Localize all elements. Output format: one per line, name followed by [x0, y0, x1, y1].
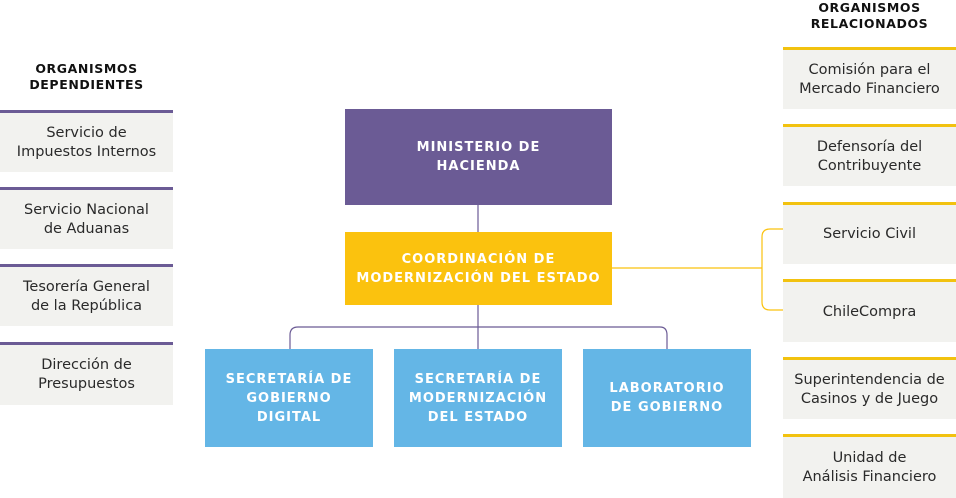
right-item-cmf: Comisión para el Mercado Financiero — [783, 47, 956, 109]
child-secretaria-gobierno-digital: SECRETARÍA DE GOBIERNO DIGITAL — [205, 349, 373, 447]
right-item-chilecompra: ChileCompra — [783, 279, 956, 342]
right-item-label: ChileCompra — [822, 303, 917, 320]
child-label: LABORATORIO DE GOBIERNO — [609, 381, 725, 415]
right-item-superintendencia: Superintendencia de Casinos y de Juego — [783, 357, 956, 419]
left-item-presupuestos: Dirección de Presupuestos — [0, 342, 173, 405]
right-item-label: Superintendencia de Casinos y de Juego — [794, 371, 945, 407]
right-item-label: Unidad de Análisis Financiero — [802, 449, 937, 485]
left-item-sii: Servicio de Impuestos Internos — [0, 110, 173, 172]
right-item-uaf: Unidad de Análisis Financiero — [783, 434, 956, 498]
right-heading: ORGANISMOS RELACIONADOS — [810, 0, 929, 31]
ministry-label: MINISTERIO DE HACIENDA — [416, 140, 541, 174]
right-item-label: Defensoría del Contribuyente — [816, 138, 923, 174]
ministry-box: MINISTERIO DE HACIENDA — [345, 109, 612, 205]
line-coordination-related — [612, 228, 783, 311]
left-item-label: Tesorería General de la República — [23, 278, 150, 314]
left-item-aduanas: Servicio Nacional de Aduanas — [0, 187, 173, 249]
child-laboratorio-gobierno: LABORATORIO DE GOBIERNO — [583, 349, 751, 447]
left-item-label: Servicio de Impuestos Internos — [16, 124, 157, 160]
right-item-label: Servicio Civil — [823, 226, 916, 242]
left-item-label: Dirección de Presupuestos — [38, 357, 135, 392]
coordination-box: COORDINACIÓN DE MODERNIZACIÓN DEL ESTADO — [345, 232, 612, 305]
line-coordination-children — [289, 305, 668, 349]
left-item-tesoreria: Tesorería General de la República — [0, 264, 173, 326]
coordination-label: COORDINACIÓN DE MODERNIZACIÓN DEL ESTADO — [356, 251, 601, 286]
left-item-label: Servicio Nacional de Aduanas — [24, 201, 149, 237]
child-label: SECRETARÍA DE MODERNIZACIÓN DEL ESTADO — [408, 371, 548, 425]
left-heading: ORGANISMOS DEPENDIENTES — [29, 61, 144, 92]
right-item-label: Comisión para el Mercado Financiero — [799, 61, 940, 97]
right-item-servicio-civil: Servicio Civil — [783, 202, 956, 264]
child-label: SECRETARÍA DE GOBIERNO DIGITAL — [225, 371, 353, 425]
child-secretaria-modernizacion: SECRETARÍA DE MODERNIZACIÓN DEL ESTADO — [394, 349, 562, 447]
right-item-defensoria: Defensoría del Contribuyente — [783, 124, 956, 186]
